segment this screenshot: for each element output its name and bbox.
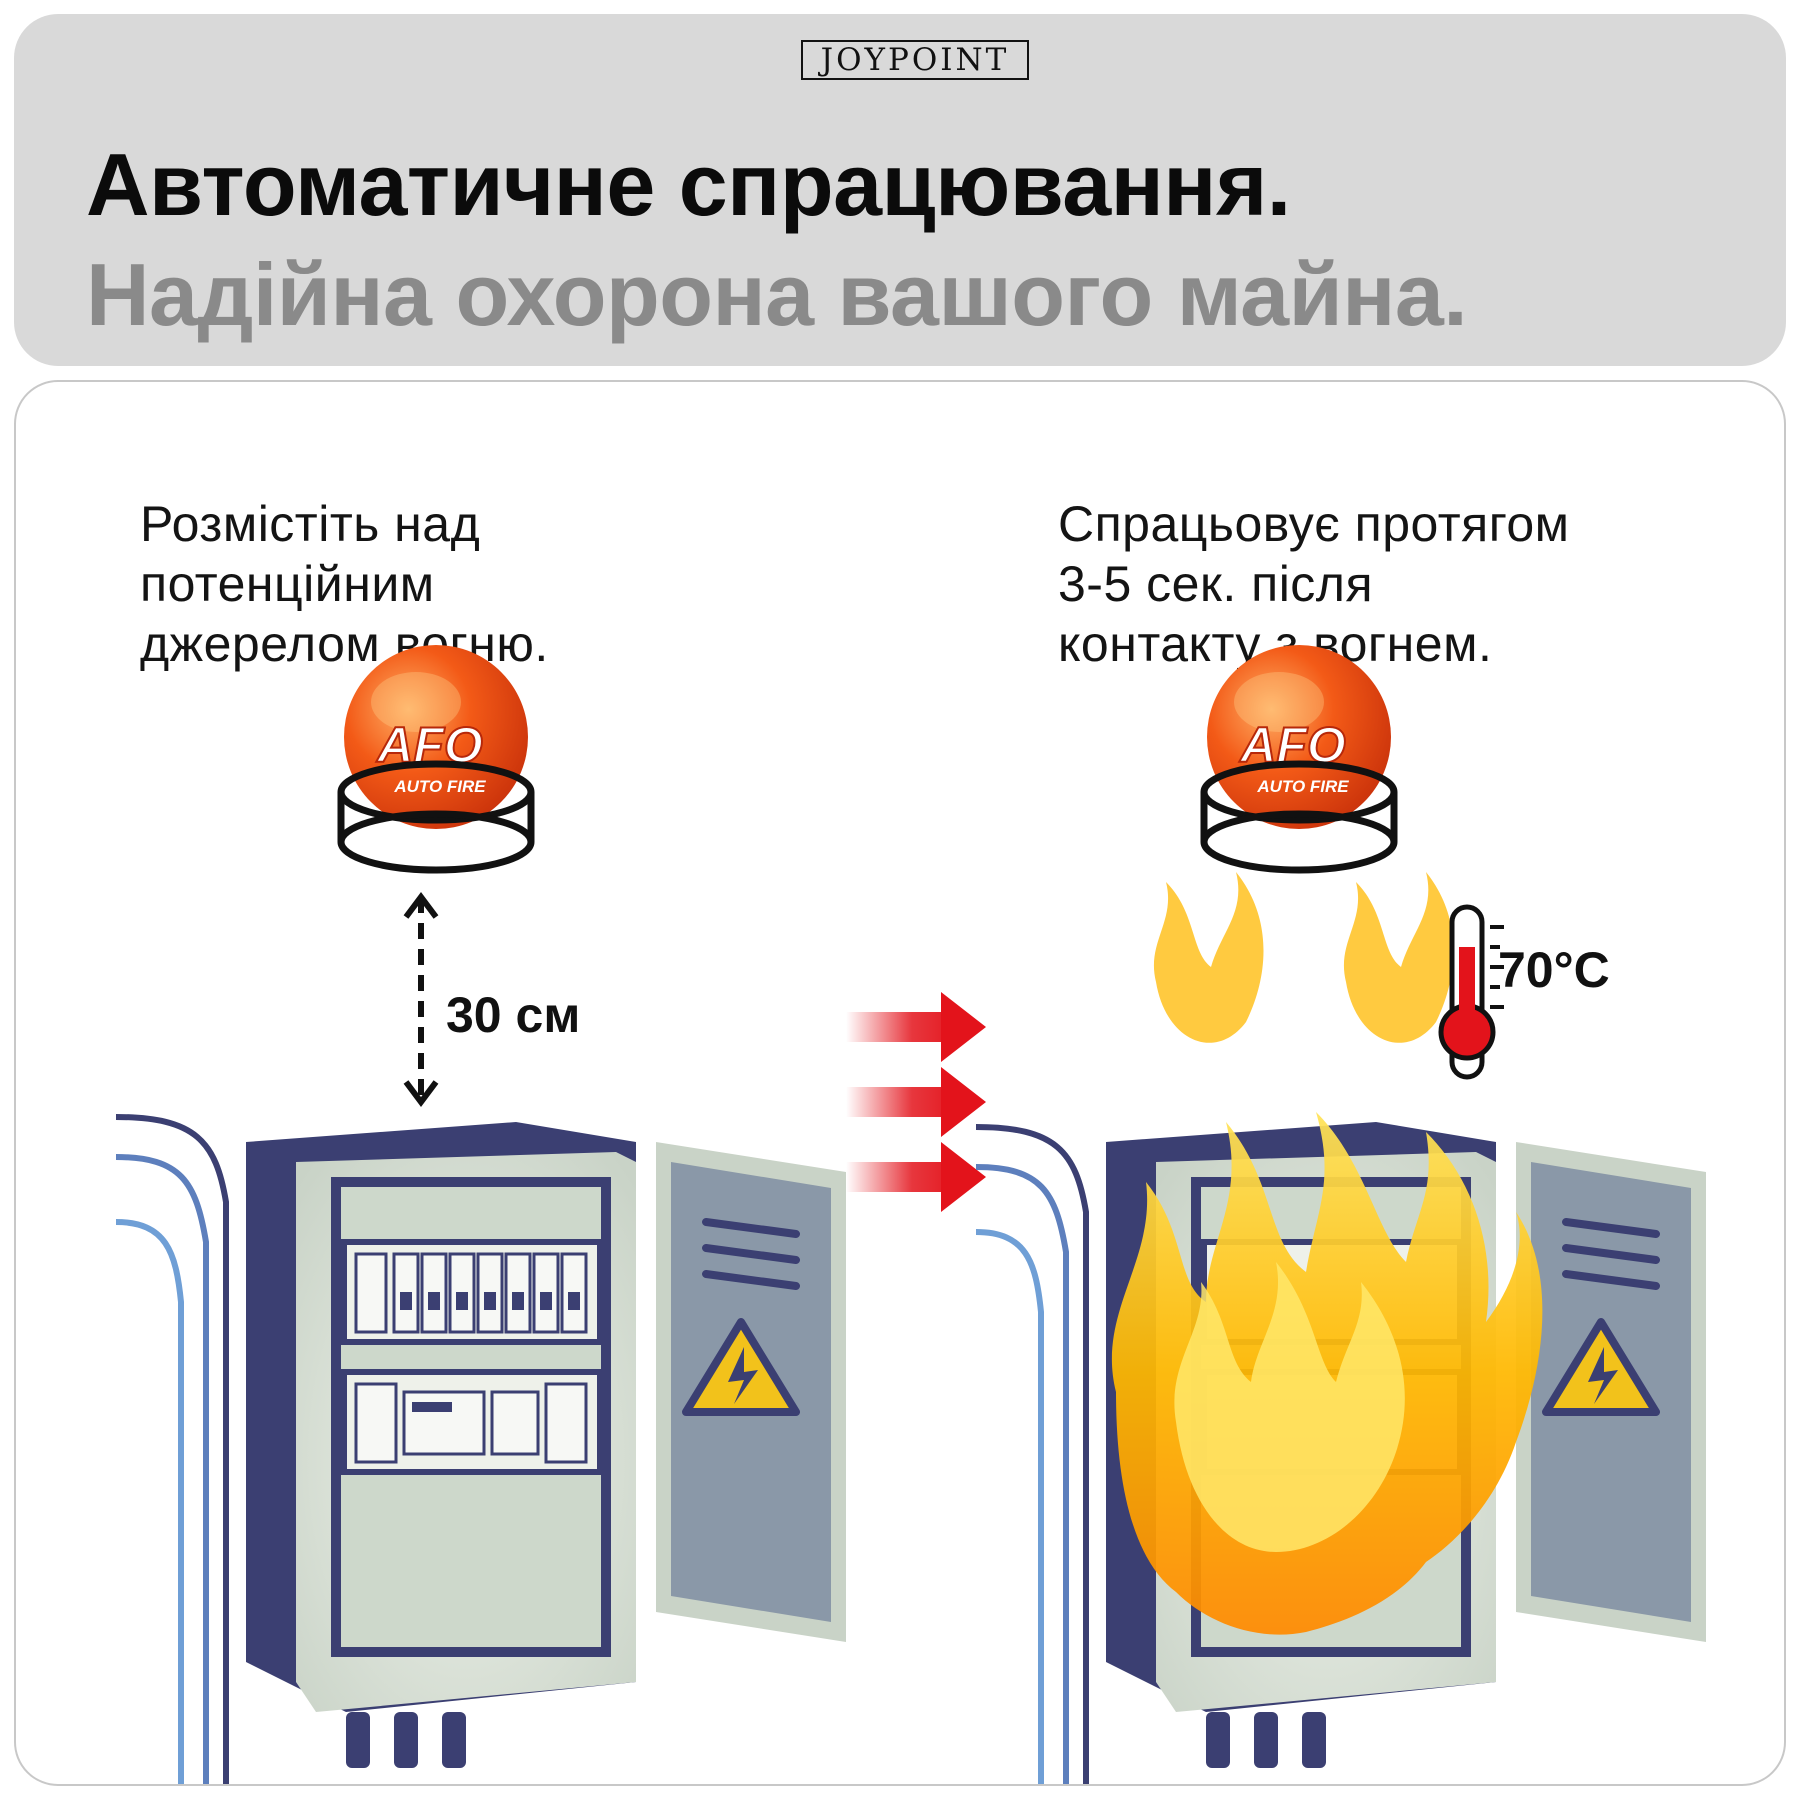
thermometer-icon xyxy=(1438,904,1504,1080)
scene-illustration: AFO AUTO FIRE 30 см xyxy=(115,645,1706,1784)
fire-extinguisher-ball-right: AFO AUTO FIRE xyxy=(1207,645,1391,829)
caption-line: Спрацьовує протягом xyxy=(1058,496,1570,552)
left-scene: AFO AUTO FIRE 30 см xyxy=(115,645,846,1784)
right-scene: AFO AUTO FIRE xyxy=(975,645,1706,1784)
distance-arrow xyxy=(403,892,439,1107)
red-arrow-icon xyxy=(846,1067,986,1137)
caption-line: потенційним xyxy=(140,556,435,612)
caption-line: 3-5 сек. після xyxy=(1058,556,1374,612)
ball-holder-left xyxy=(337,760,535,874)
page-subtitle: Надійна охорона вашого майна. xyxy=(86,245,1468,344)
ball-holder-right xyxy=(1200,760,1398,874)
illustration-card: Розмістіть над потенційним джерелом вогн… xyxy=(14,380,1786,1786)
high-voltage-warning-icon xyxy=(682,1318,800,1416)
ball-logo-subtext: AUTO FIRE xyxy=(393,777,486,796)
red-arrow-icon xyxy=(846,992,986,1062)
temperature-label: 70°C xyxy=(1498,942,1610,998)
step-2-caption: Спрацьовує протягом 3-5 сек. після конта… xyxy=(1058,494,1738,674)
caption-line: Розмістіть над xyxy=(140,496,481,552)
header-card: JOYPOINT Автоматичне спрацювання. Надійн… xyxy=(14,14,1786,366)
page-title: Автоматичне спрацювання. xyxy=(86,135,1291,234)
flames-icon xyxy=(1111,872,1543,1635)
distance-label: 30 см xyxy=(446,987,580,1043)
cables-left xyxy=(115,1114,229,1784)
brand-logo: JOYPOINT xyxy=(801,40,1029,80)
cables-right xyxy=(975,1124,1089,1784)
red-arrow-icon xyxy=(846,1142,986,1212)
ball-logo-subtext: AUTO FIRE xyxy=(1256,777,1349,796)
fire-extinguisher-ball-left: AFO AUTO FIRE xyxy=(344,645,528,829)
high-voltage-warning-icon xyxy=(1542,1318,1660,1416)
electrical-cabinet-left xyxy=(246,1122,846,1768)
transition-arrows xyxy=(846,992,986,1212)
